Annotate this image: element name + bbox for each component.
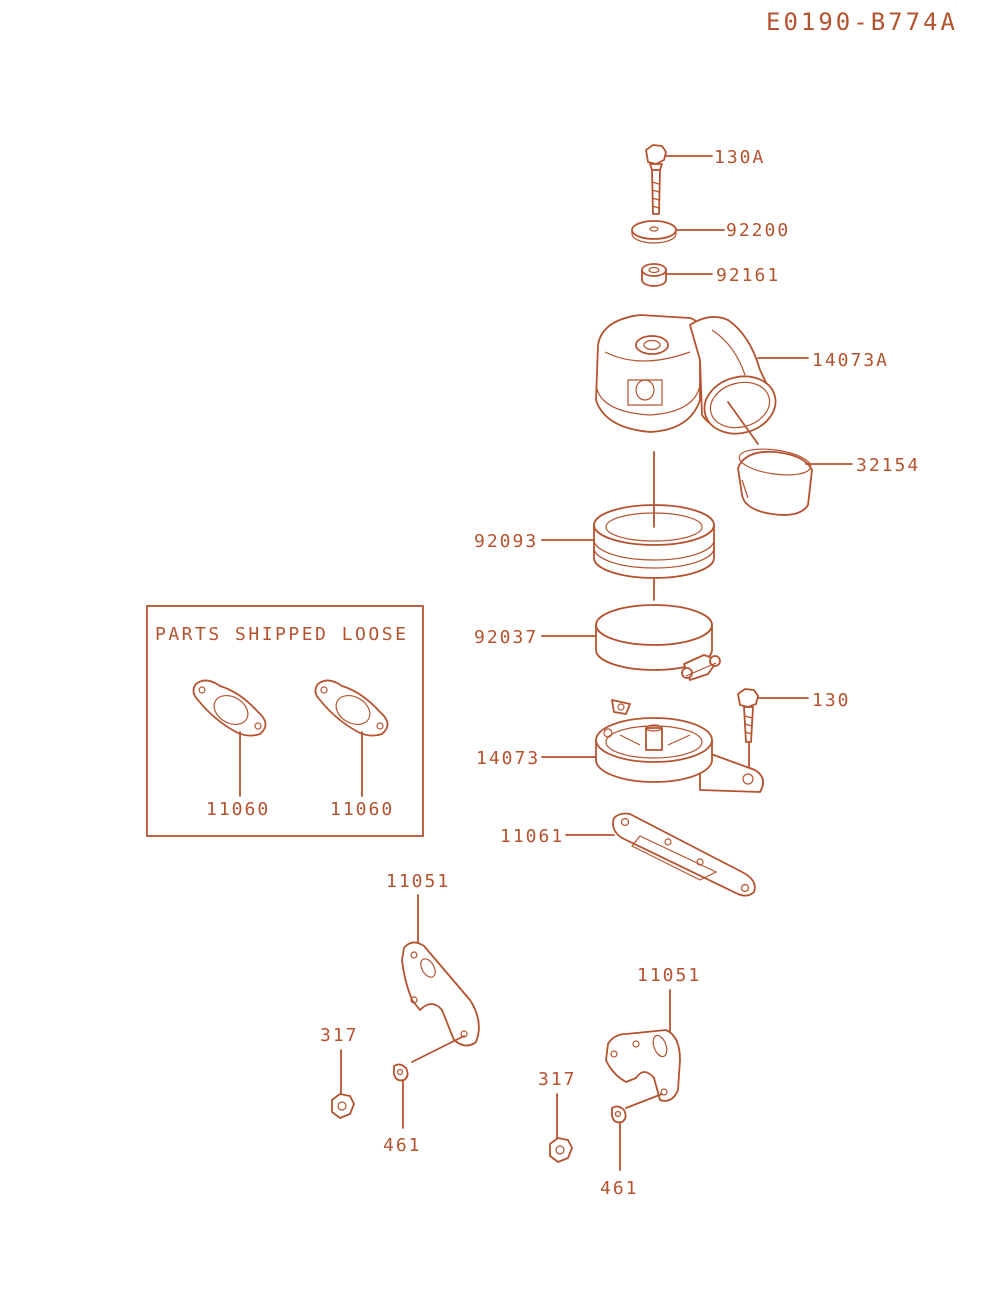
bolt-130-part[interactable] <box>737 688 759 743</box>
callout-317-left[interactable]: 317 <box>320 1025 359 1046</box>
callout-14073[interactable]: 14073 <box>476 748 540 769</box>
bracket-11051-left-part[interactable] <box>401 941 480 1047</box>
nut-317-left-part[interactable] <box>331 1093 355 1119</box>
collar-92161-part[interactable] <box>641 263 667 287</box>
seal-92093-part[interactable] <box>593 504 715 579</box>
box-title: PARTS SHIPPED LOOSE <box>155 624 408 645</box>
callout-32154[interactable]: 32154 <box>856 455 920 476</box>
callout-130a[interactable]: 130A <box>714 147 765 168</box>
callout-92093[interactable]: 92093 <box>474 531 538 552</box>
nut-317-right-part[interactable] <box>549 1137 573 1163</box>
callout-11060-right[interactable]: 11060 <box>330 799 394 820</box>
callout-11060-left[interactable]: 11060 <box>206 799 270 820</box>
parts-shipped-loose-box: PARTS SHIPPED LOOSE 11060 11060 <box>146 605 424 837</box>
gasket-11061-part[interactable] <box>612 812 756 897</box>
band-92037-part[interactable] <box>595 604 721 681</box>
callout-14073a[interactable]: 14073A <box>812 350 889 371</box>
gasket-11060-left-part[interactable] <box>192 679 267 737</box>
diagram-code: E0190-B774A <box>766 8 958 36</box>
air-cleaner-base-14073-part[interactable] <box>595 699 764 793</box>
callout-11061[interactable]: 11061 <box>500 826 564 847</box>
callout-461-right[interactable]: 461 <box>600 1178 639 1199</box>
bracket-11051-right-part[interactable] <box>605 1029 681 1102</box>
callout-317-right[interactable]: 317 <box>538 1069 577 1090</box>
air-cleaner-cover-14073a-part[interactable] <box>595 314 782 441</box>
washer-92200-part[interactable] <box>631 220 677 244</box>
bolt-130a-part[interactable] <box>645 144 667 215</box>
callout-11051-left[interactable]: 11051 <box>386 871 450 892</box>
washer-461-left-part[interactable] <box>393 1063 409 1082</box>
callout-92161[interactable]: 92161 <box>716 265 780 286</box>
callout-11051-right[interactable]: 11051 <box>637 965 701 986</box>
callout-92200[interactable]: 92200 <box>726 220 790 241</box>
sleeve-32154-part[interactable] <box>737 445 813 516</box>
callout-92037[interactable]: 92037 <box>474 627 538 648</box>
gasket-11060-right-part[interactable] <box>314 679 389 737</box>
callout-461-left[interactable]: 461 <box>383 1135 422 1156</box>
callout-130[interactable]: 130 <box>812 690 851 711</box>
washer-461-right-part[interactable] <box>611 1105 627 1124</box>
